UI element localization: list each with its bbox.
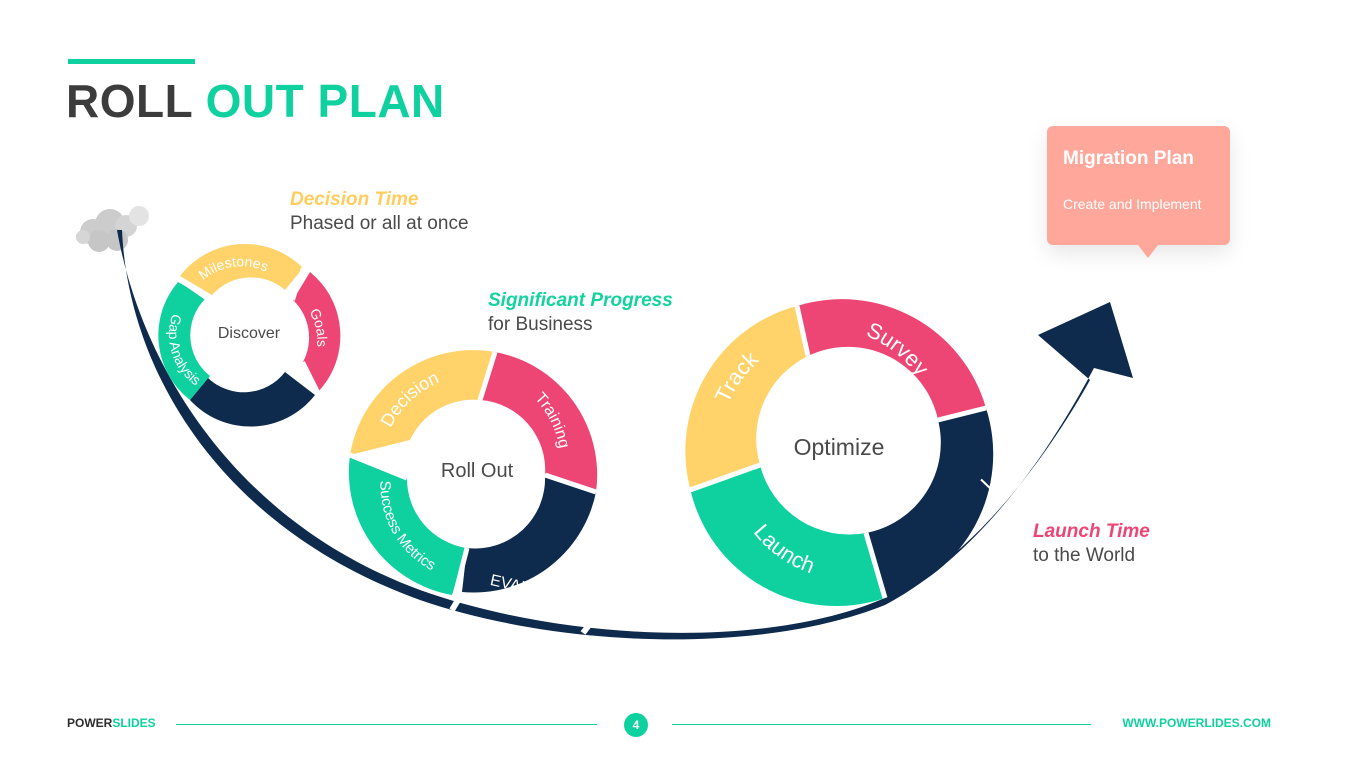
road-label-planning: PLANNING [254,447,325,495]
discover-ring [158,243,341,427]
page-number: 4 [624,713,648,737]
callout-significant-progress: Significant Progress for Business [488,289,673,337]
footer-brand-part1: POWER [67,716,113,730]
callout-decision-time: Decision Time Phased or all at once [290,188,469,236]
road-label-integrate-text: INTEGRATE [645,598,736,620]
callout-decision-sub: Phased or all at once [290,213,469,234]
footer-url: WWW.POWERLIDES.COM [1122,716,1271,730]
migration-plan-pointer [1138,245,1158,258]
footer-brand-part2: SLIDES [112,716,156,730]
callout-launch-sub: to the World [1033,545,1136,566]
footer-divider-left [176,724,597,725]
callout-decision-heading: Decision Time [290,189,419,210]
callout-launch-heading: Launch Time [1033,521,1150,542]
road-label-planning-text: PLANNING [254,447,325,495]
cloud-icon [76,206,149,252]
footer-divider-right [672,724,1091,725]
rollout-center-label: Roll Out [441,460,514,482]
migration-plan-title: Migration Plan [1063,148,1194,169]
title-part1: ROLL [66,75,193,127]
footer-brand: POWERSLIDES [67,716,156,730]
title-accent-bar [68,59,195,64]
page-title: ROLL OUT PLAN [66,74,445,128]
rollout-ring [348,350,598,596]
road-label-integrate: INTEGRATE [645,598,736,620]
title-part2: OUT PLAN [205,75,445,127]
callout-progress-heading: Significant Progress [488,290,673,311]
road-divider [579,565,612,635]
optimize-ring [685,299,994,607]
migration-plan-box: Migration Plan Create and Implement [1047,126,1230,258]
callout-launch-time: Launch Time to the World [1033,520,1150,568]
migration-plan-subtitle: Create and Implement [1063,196,1202,212]
discover-center-label: Discover [218,325,281,342]
callout-progress-sub: for Business [488,314,593,335]
optimize-center-label: Optimize [794,434,885,460]
